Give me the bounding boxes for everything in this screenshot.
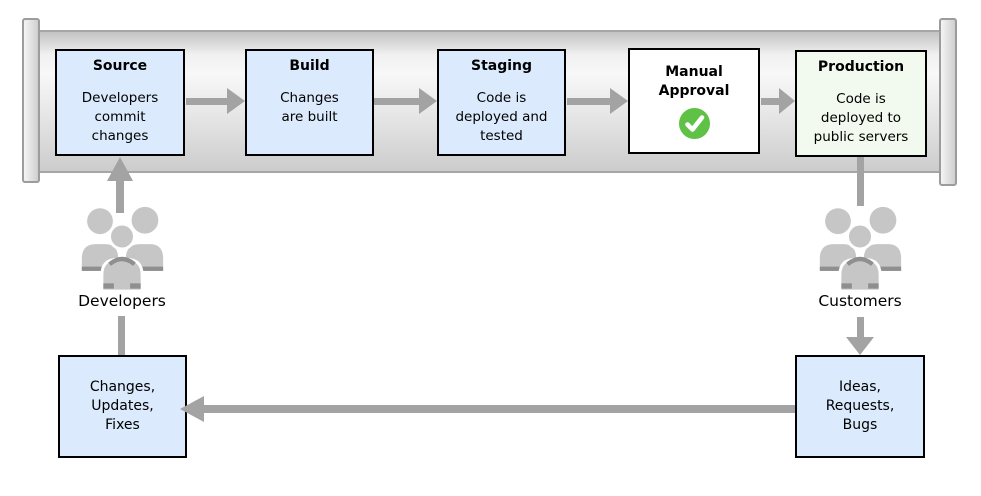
stage-production-description: Code is deployed to public servers bbox=[813, 91, 909, 145]
stage-build-title: Build bbox=[289, 58, 330, 74]
stage-build: Build Changes are built bbox=[245, 49, 374, 156]
arrow-shaft bbox=[186, 97, 228, 105]
arrow-shaft bbox=[374, 97, 420, 105]
stage-production: Production Code is deployed to public se… bbox=[795, 50, 927, 157]
ideas-requests-bugs-box: Ideas, Requests, Bugs bbox=[795, 355, 925, 458]
stage-source-description: Developers commit changes bbox=[81, 90, 159, 144]
arrow-head-icon bbox=[107, 157, 133, 181]
stage-build-description: Changes are built bbox=[280, 90, 339, 125]
check-circle-icon bbox=[678, 108, 710, 139]
pipeline-cap-left bbox=[22, 18, 40, 183]
arrow-head-icon bbox=[227, 88, 245, 114]
arrow-head-icon bbox=[846, 337, 874, 355]
stage-staging: Staging Code is deployed and tested bbox=[437, 49, 566, 156]
customers-label: Customers bbox=[818, 292, 902, 310]
stage-staging-description: Code is deployed and tested bbox=[455, 90, 548, 144]
arrow-shaft bbox=[203, 405, 795, 413]
arrow-shaft bbox=[761, 97, 780, 105]
pipeline-cap-right bbox=[939, 18, 957, 186]
arrow-staging-to-approval bbox=[567, 88, 628, 114]
stage-source-title: Source bbox=[92, 58, 148, 74]
arrow-shaft bbox=[856, 317, 864, 339]
arrow-approval-to-production bbox=[761, 88, 795, 114]
stage-staging-title: Staging bbox=[470, 58, 533, 74]
connector-production-to-customers bbox=[857, 157, 864, 206]
arrow-shaft bbox=[116, 180, 124, 213]
arrow-head-icon bbox=[610, 88, 628, 114]
stage-production-title: Production bbox=[817, 59, 905, 75]
developers-label: Developers bbox=[78, 292, 166, 310]
arrow-build-to-staging bbox=[374, 88, 437, 114]
arrow-ideas-to-changes bbox=[180, 396, 795, 422]
people-group-icon bbox=[810, 203, 910, 293]
stage-source: Source Developers commit changes bbox=[55, 49, 185, 156]
people-group-icon bbox=[72, 203, 172, 293]
arrow-developers-to-source bbox=[107, 157, 133, 213]
arrow-head-icon bbox=[419, 88, 437, 114]
arrow-source-to-build bbox=[186, 88, 245, 114]
arrow-customers-to-ideas bbox=[846, 317, 874, 355]
arrow-head-icon bbox=[180, 396, 204, 422]
arrow-head-icon bbox=[779, 88, 795, 114]
stage-manual-approval: Manual Approval bbox=[628, 48, 760, 154]
changes-updates-fixes-box: Changes, Updates, Fixes bbox=[58, 355, 187, 458]
connector-changes-to-developers bbox=[118, 316, 125, 355]
stage-manual-approval-title: Manual Approval bbox=[658, 64, 730, 99]
arrow-shaft bbox=[567, 97, 611, 105]
